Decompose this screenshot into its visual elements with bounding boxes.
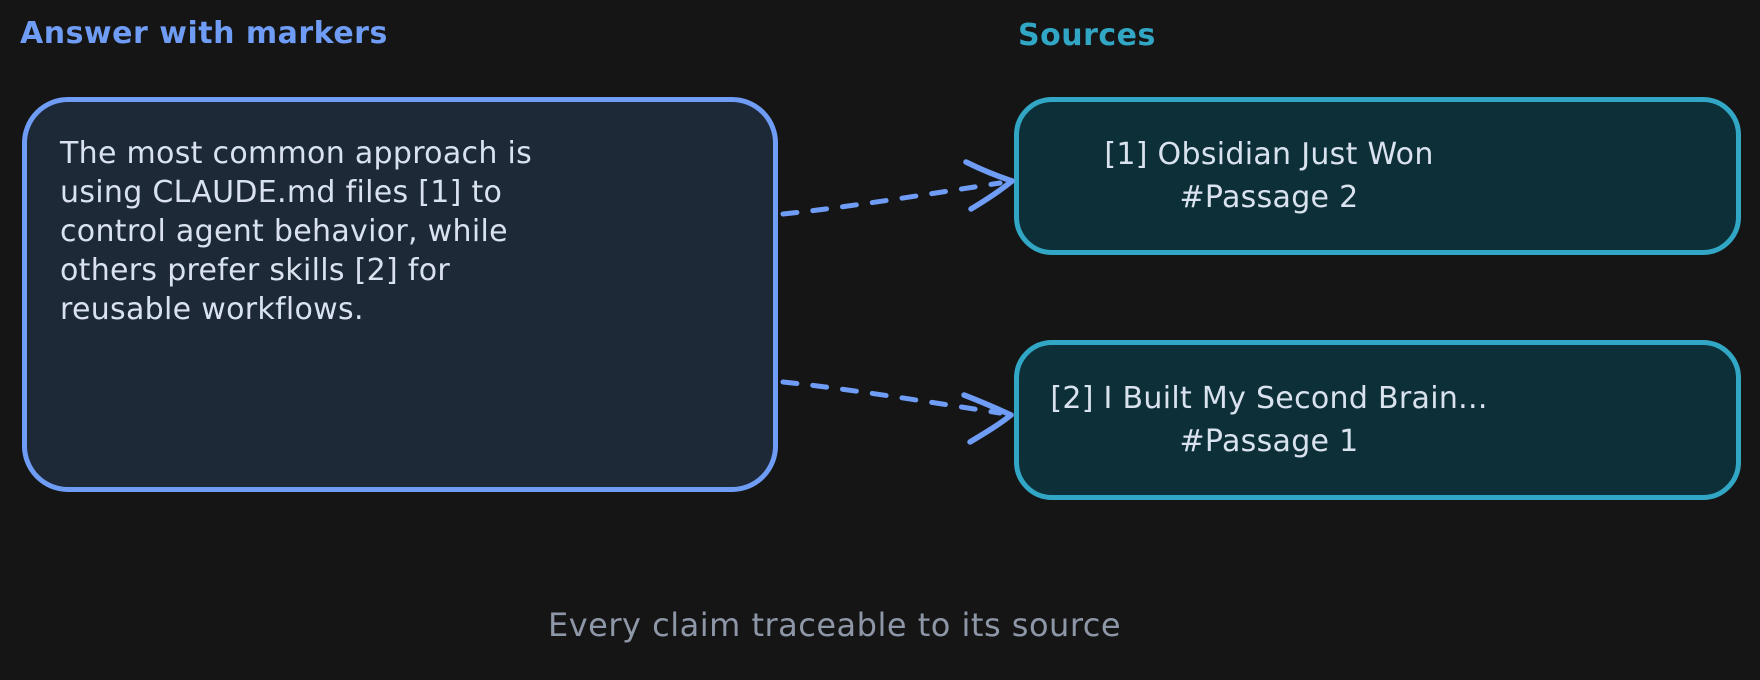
source-card-2: [2] I Built My Second Brain... #Passage … [1014, 340, 1741, 500]
source-card-1-text: [1] Obsidian Just Won #Passage 2 [1019, 133, 1519, 219]
answer-to-source-1-arrow [780, 159, 1015, 217]
answer-box: The most common approach is using CLAUDE… [22, 97, 778, 492]
source-card-2-title: [2] I Built My Second Brain... [1050, 381, 1488, 416]
answer-text-line: The most common approach is [60, 136, 533, 171]
answer-text-line: using CLAUDE.md files [1] to [60, 175, 503, 210]
source-card-1-title: [1] Obsidian Just Won [1104, 137, 1434, 172]
sources-section-title: Sources [1018, 18, 1156, 53]
answer-text-line: reusable workflows. [60, 292, 364, 327]
source-card-1: [1] Obsidian Just Won #Passage 2 [1014, 97, 1741, 255]
answer-text: The most common approach is using CLAUDE… [60, 134, 720, 329]
answer-section-title: Answer with markers [20, 16, 388, 51]
source-card-2-text: [2] I Built My Second Brain... #Passage … [1019, 377, 1519, 463]
source-card-2-passage: #Passage 1 [1179, 424, 1359, 459]
answer-to-source-2-arrow [780, 379, 1014, 445]
answer-text-line: control agent behavior, while [60, 214, 508, 249]
source-card-1-passage: #Passage 2 [1179, 180, 1359, 215]
answer-text-line: others prefer skills [2] for [60, 253, 451, 288]
caption-text: Every claim traceable to its source [548, 606, 1122, 644]
